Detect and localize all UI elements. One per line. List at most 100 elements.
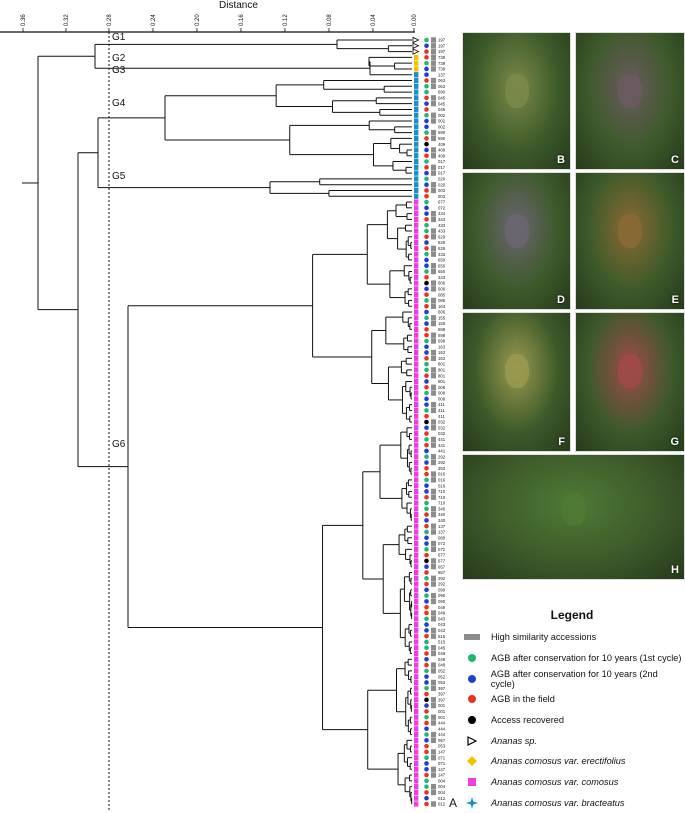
accession-label: 045 <box>438 95 446 100</box>
accession-circle <box>424 240 429 245</box>
comosus-marker <box>414 269 418 274</box>
accession-label: 739 <box>438 61 446 66</box>
accession-circle <box>424 142 429 147</box>
accession-label: 090 <box>438 587 446 592</box>
legend-text: High similarity accessions <box>491 632 596 642</box>
legend-item: Access recovered <box>462 710 682 731</box>
high-similarity-bar <box>431 332 436 337</box>
comosus-marker <box>414 512 418 517</box>
high-similarity-bar <box>431 60 436 65</box>
accession-circle <box>424 744 429 749</box>
photo-panel-h: H <box>462 454 685 580</box>
accession-circle <box>424 61 429 66</box>
accession-circle <box>424 356 429 361</box>
accession-label: 017 <box>438 171 446 176</box>
comosus-marker <box>414 581 418 586</box>
high-similarity-bar <box>431 66 436 71</box>
comosus-marker <box>414 240 418 245</box>
comosus-marker <box>414 553 418 558</box>
accession-label: 444 <box>438 732 446 737</box>
accession-label: 063 <box>438 84 446 89</box>
axis-tick-label: 0.28 <box>107 14 113 26</box>
high-similarity-bar <box>431 251 436 256</box>
high-similarity-bar <box>431 738 436 743</box>
comosus-marker <box>414 333 418 338</box>
accession-label: 147 <box>438 767 446 772</box>
comosus-marker <box>414 448 418 453</box>
accession-label: 434 <box>438 211 446 216</box>
bracteatus-marker <box>414 72 418 77</box>
high-similarity-bar <box>431 628 436 633</box>
accession-circle <box>424 651 429 656</box>
accession-label: 340 <box>438 518 446 523</box>
comosus-marker <box>414 558 418 563</box>
comosus-marker <box>414 784 418 789</box>
ananas-sp-marker <box>413 43 419 48</box>
accession-circle <box>424 165 429 170</box>
accession-circle <box>424 559 429 564</box>
accession-circle <box>424 339 429 344</box>
high-similarity-bar <box>431 477 436 482</box>
accession-circle <box>424 530 429 535</box>
accession-circle <box>424 460 429 465</box>
bracteatus-marker <box>414 182 418 187</box>
legend-item: AGB after conservation for 10 years (2nd… <box>462 668 682 689</box>
high-similarity-bar <box>431 662 436 667</box>
high-similarity-bar <box>431 246 436 251</box>
photo-panel-c: C <box>575 32 685 170</box>
high-similarity-bar <box>431 512 436 517</box>
high-similarity-bar <box>431 315 436 320</box>
comosus-marker <box>414 778 418 783</box>
photo-panel-b: B <box>462 32 571 170</box>
accession-label: 441 <box>438 443 446 448</box>
accession-label: 397 <box>438 686 446 691</box>
high-similarity-bar <box>431 188 436 193</box>
accession-circle <box>424 616 429 621</box>
group-label-g3: G3 <box>112 65 126 76</box>
high-similarity-bar <box>431 182 436 187</box>
high-similarity-bar <box>431 390 436 395</box>
comosus-marker <box>414 211 418 216</box>
accession-circle <box>424 645 429 650</box>
accession-label: 397 <box>438 692 446 697</box>
accession-label: 441 <box>438 437 446 442</box>
accession-label: 739 <box>438 55 446 60</box>
accession-circle <box>424 252 429 257</box>
high-similarity-bar <box>431 356 436 361</box>
bracteatus-marker <box>414 130 418 135</box>
accession-label: 690 <box>438 130 446 135</box>
accession-circle <box>424 512 429 517</box>
comosus-marker <box>414 362 418 367</box>
high-similarity-bar <box>431 755 436 760</box>
comosus-marker <box>414 790 418 795</box>
accession-label: 710 <box>438 501 446 506</box>
high-similarity-bar <box>431 541 436 546</box>
accession-circle <box>424 709 429 714</box>
legend-text: Ananas sp. <box>491 736 537 746</box>
accession-circle <box>424 495 429 500</box>
accession-label: 020 <box>438 182 446 187</box>
accession-circle <box>424 779 429 784</box>
accession-label: 032 <box>438 431 446 436</box>
accession-circle <box>424 588 429 593</box>
accession-circle <box>424 738 429 743</box>
comosus-marker <box>414 616 418 621</box>
accession-circle <box>424 564 429 569</box>
accession-circle <box>424 478 429 483</box>
accession-label: 001 <box>438 709 446 714</box>
accession-circle <box>424 327 429 332</box>
accession-circle <box>424 206 429 211</box>
bracteatus-marker <box>414 118 418 123</box>
panel-label-a: A <box>449 796 457 810</box>
accession-label: 515 <box>438 640 446 645</box>
high-similarity-bar <box>431 286 436 291</box>
high-similarity-bar <box>431 95 436 100</box>
accession-label: 048 <box>438 663 446 668</box>
comosus-marker <box>414 252 418 257</box>
accession-circle <box>424 298 429 303</box>
accession-circle <box>424 472 429 477</box>
comosus-marker <box>414 344 418 349</box>
accession-label: 340 <box>438 512 446 517</box>
accession-label: 016 <box>438 477 446 482</box>
axis-tick-label: 0.20 <box>195 14 201 26</box>
